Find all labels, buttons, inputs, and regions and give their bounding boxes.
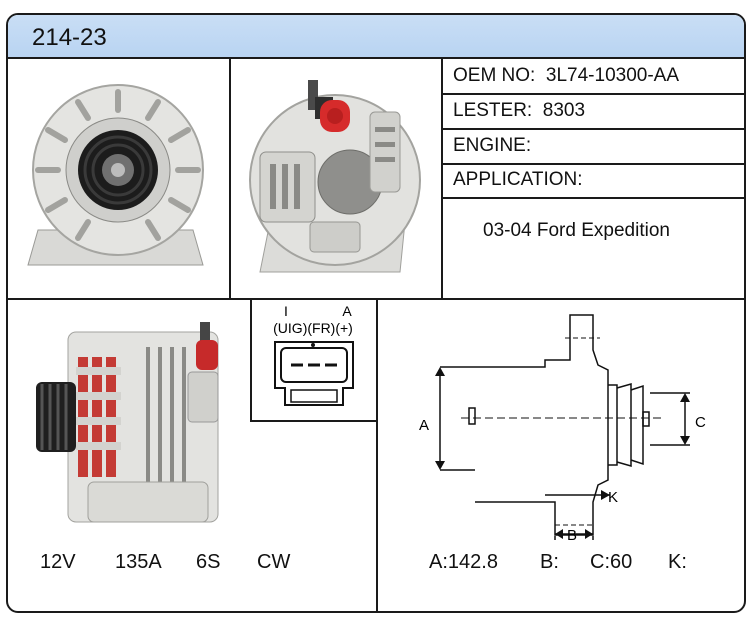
dim-value-k: K: [668,551,687,573]
oem-label: OEM NO: [453,65,536,86]
alternator-side-image [36,322,219,523]
dim-label-a: A [419,417,429,434]
lester-value: 8303 [542,100,586,121]
lester-row: LESTER: 8303 [453,100,585,122]
divider [376,300,378,611]
divider [441,163,744,165]
lester-label: LESTER: [453,100,533,121]
dim-value-c: C:60 [590,551,633,573]
spec-rotation: CW [257,551,291,573]
engine-row: ENGINE: [453,135,531,157]
dim-label-c: C [695,414,706,431]
alternator-front-image [27,84,204,266]
oem-row: OEM NO: 3L74-10300-AA [453,65,679,87]
connector-diagram: I A (UIG)(FR)(+) [273,303,354,406]
divider [229,59,231,300]
connector-label-a: A [342,303,352,319]
divider [441,128,744,130]
connector-label-pins: (UIG)(FR)(+) [273,320,353,336]
connector-label-i: I [284,303,288,319]
dim-label-b: B [567,527,577,544]
part-number: 214-23 [32,24,107,51]
divider [441,197,744,199]
engine-label: ENGINE: [453,135,532,156]
application-row: APPLICATION: [453,169,583,191]
divider [250,420,378,422]
divider [441,93,744,95]
spec-voltage: 12V [40,551,76,573]
dim-label-k: K [608,489,618,506]
dim-value-a: A:142.8 [429,551,498,573]
dimension-drawing: A C K B [419,314,706,544]
divider [441,59,443,300]
application-label: APPLICATION: [453,169,583,190]
dim-value-b: B: [540,551,559,573]
spec-pulley: 6S [196,551,221,573]
divider [8,298,744,300]
oem-value: 3L74-10300-AA [545,65,680,86]
title-bar: 214-23 [8,15,744,59]
spec-amperage: 135A [115,551,162,573]
alternator-rear-image [249,80,421,273]
divider [250,300,252,422]
application-value: 03-04 Ford Expedition [483,220,670,241]
